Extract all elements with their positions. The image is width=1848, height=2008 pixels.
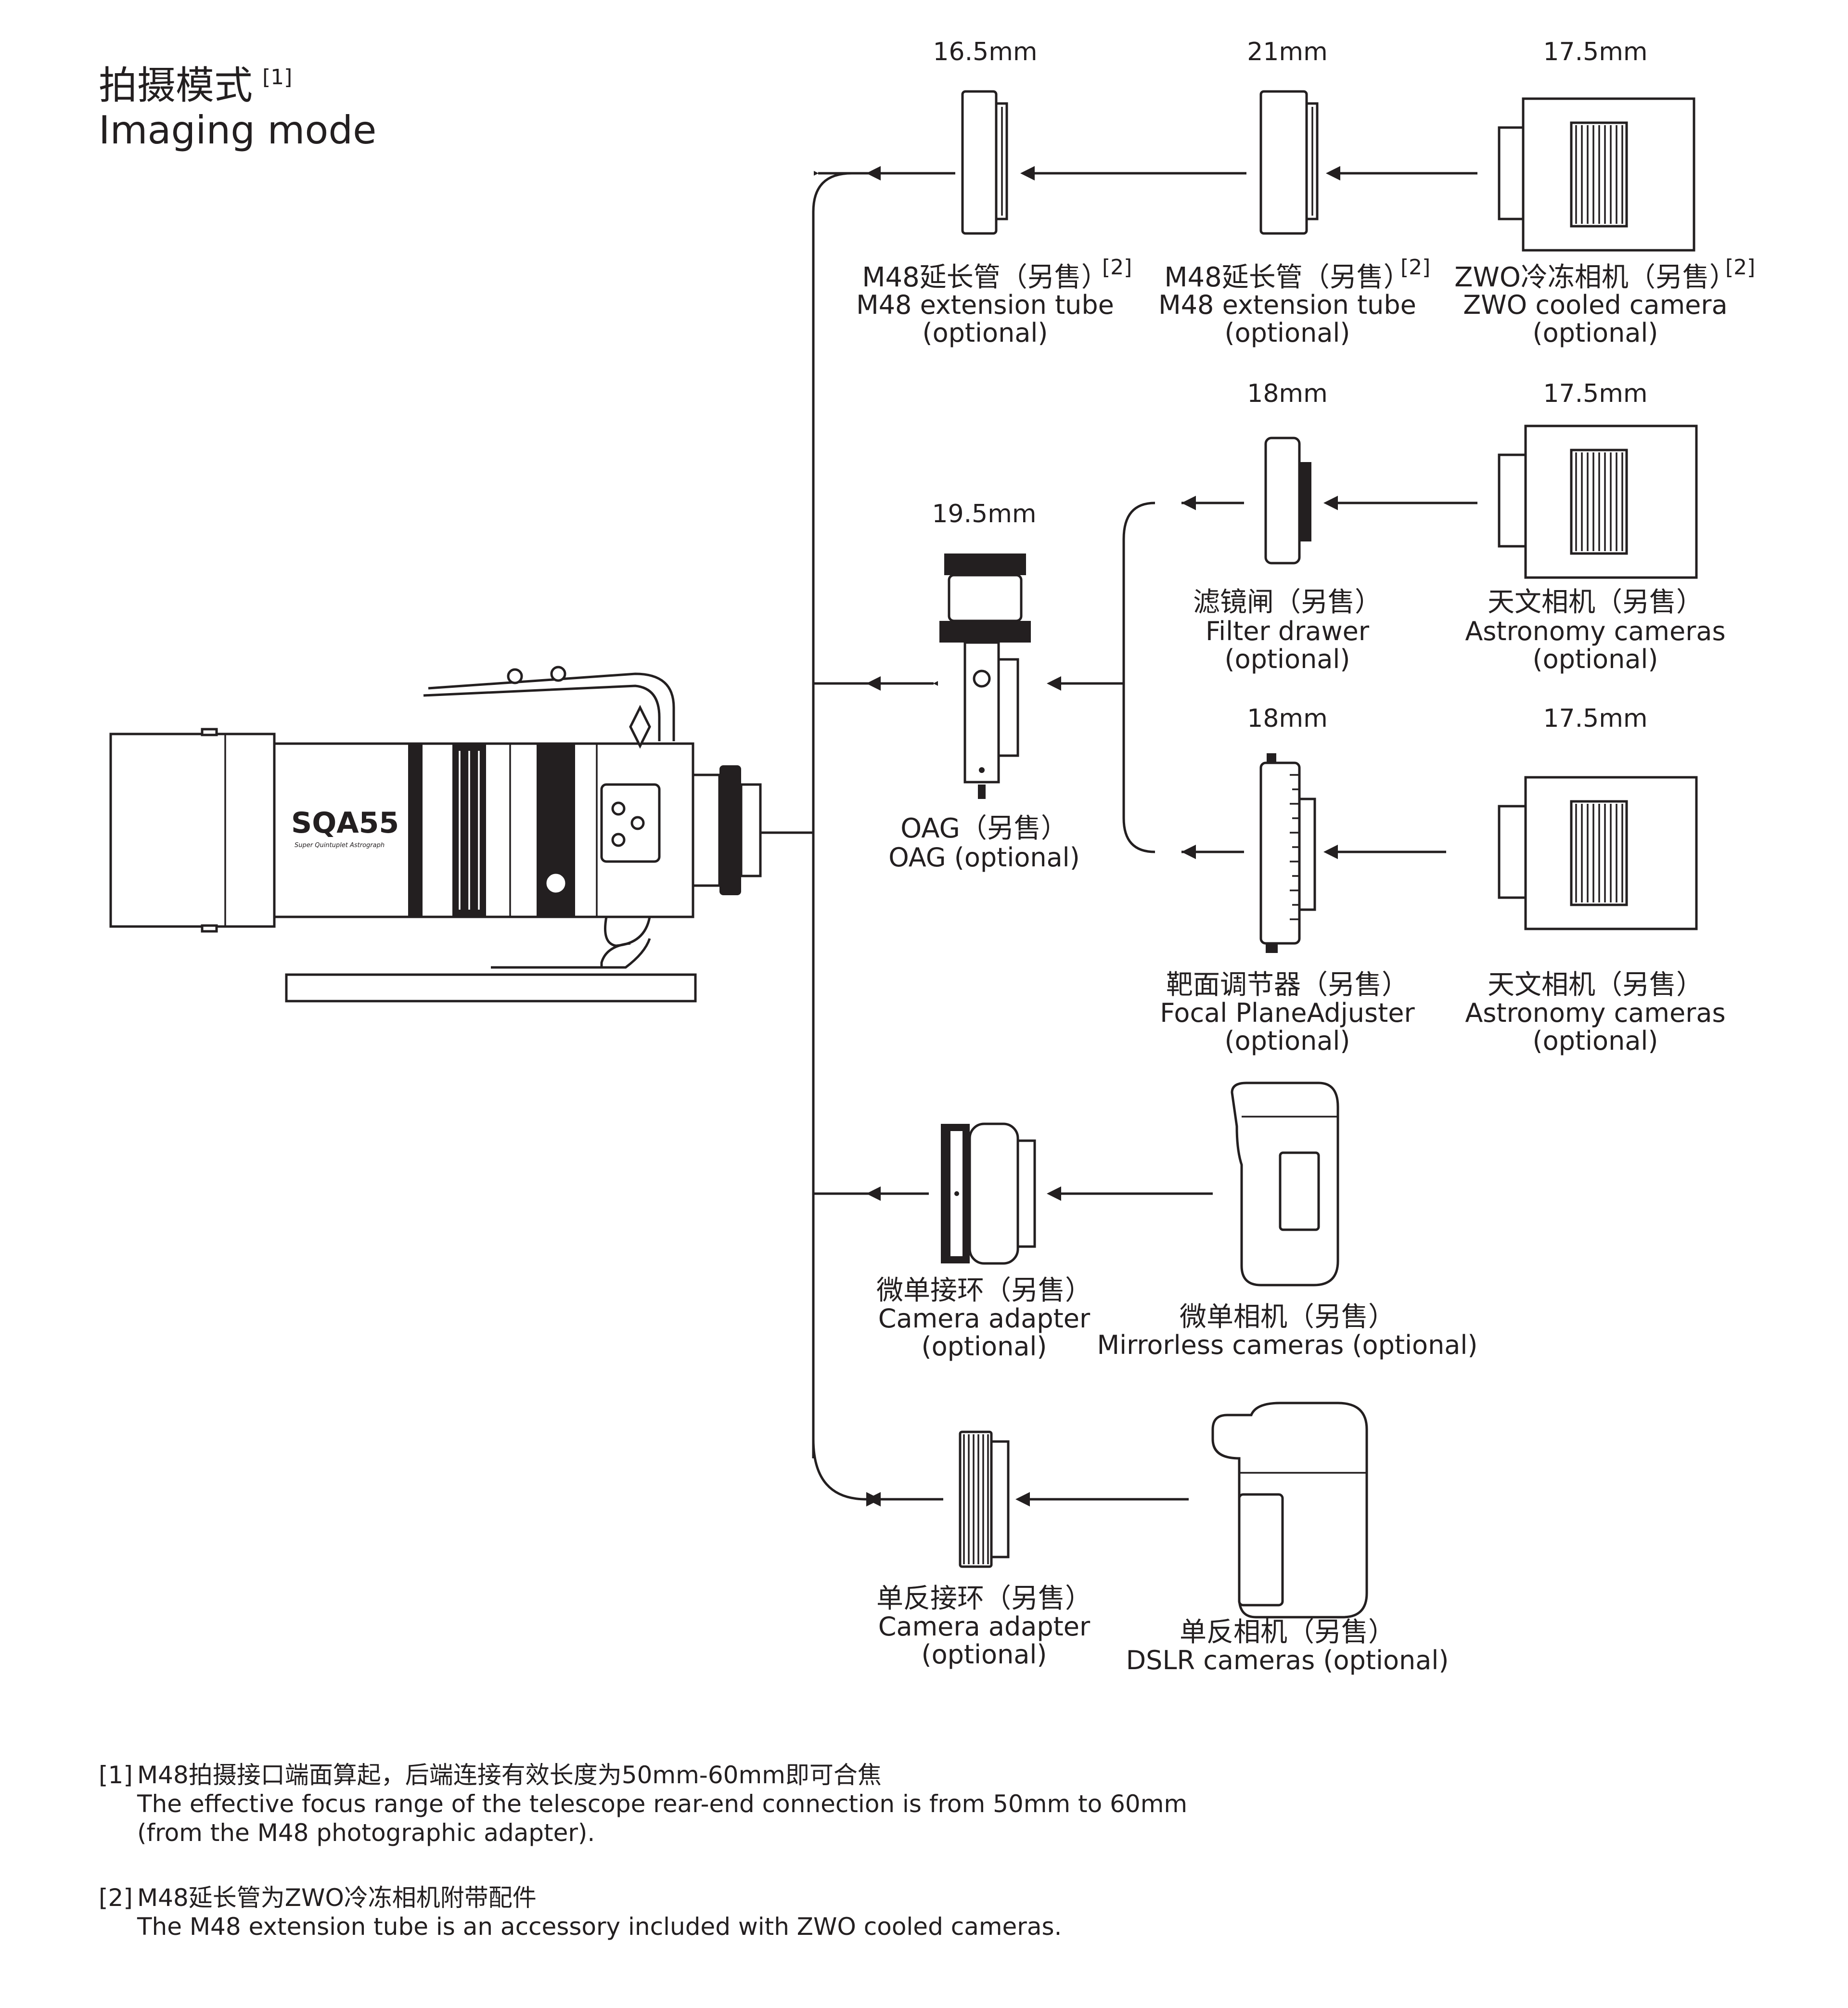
mirrorless-camera-cn: 微单相机（另售） xyxy=(1180,1301,1395,1333)
zwo-camera-cn: ZWO冷冻相机（另售） xyxy=(1454,262,1736,293)
title-en: Imaging mode xyxy=(99,108,376,153)
astro-camera-2-opt: (optional) xyxy=(1533,1026,1658,1056)
astro-camera-1-dim: 17.5mm xyxy=(1543,379,1647,408)
zwo-camera-en: ZWO cooled camera xyxy=(1463,290,1727,320)
dslr-camera: 单反相机（另售） DSLR cameras (optional) xyxy=(1126,1402,1449,1675)
astro-camera-2-cn: 天文相机（另售） xyxy=(1488,969,1703,1001)
footnote-2-cn: M48延长管为ZWO冷冻相机附带配件 xyxy=(137,1884,537,1912)
dslr-camera-en: DSLR cameras (optional) xyxy=(1126,1645,1449,1675)
oag-en: OAG (optional) xyxy=(888,842,1080,873)
dslr-camera-cn: 单反相机（另售） xyxy=(1180,1617,1395,1648)
m48-tube-b-en: M48 extension tube xyxy=(1158,290,1416,320)
focal-plane-adjuster-en: Focal PlaneAdjuster xyxy=(1160,998,1415,1028)
footnote-1-en2: (from the M48 photographic adapter). xyxy=(137,1819,595,1847)
oag-cn: OAG（另售） xyxy=(900,813,1068,844)
mirrorless-camera: 微单相机（另售） Mirrorless cameras (optional) xyxy=(1097,1081,1478,1360)
dslr-adapter-opt: (optional) xyxy=(922,1639,1047,1670)
mirrorless-adapter-opt: (optional) xyxy=(922,1331,1047,1362)
m48-tube-a-ref: [2] xyxy=(1102,255,1132,280)
connector-tree xyxy=(760,166,1477,1506)
m48-tube-a-en: M48 extension tube xyxy=(856,290,1114,320)
zwo-camera: 17.5mm ZWO冷冻相机（另售） [2] ZWO cooled camera… xyxy=(1454,38,1755,348)
focal-plane-adjuster: 18mm 靶面调节器（另售） Focal PlaneAdjuster (opti… xyxy=(1160,704,1415,1056)
astro-camera-1-en: Astronomy cameras xyxy=(1465,616,1725,646)
footnote-2-ref: [2] xyxy=(99,1884,133,1912)
focal-plane-adjuster-dim: 18mm xyxy=(1247,704,1327,733)
m48-tube-a-opt: (optional) xyxy=(923,318,1048,348)
filter-drawer-dim: 18mm xyxy=(1247,379,1327,408)
mirrorless-adapter: 微单接环（另售） Camera adapter (optional) xyxy=(876,1122,1092,1362)
astro-camera-2: 17.5mm 天文相机（另售） Astronomy cameras (optio… xyxy=(1465,704,1725,1056)
m48-tube-a-cn: M48延长管（另售） xyxy=(862,262,1108,293)
telescope-model: SQA55 xyxy=(291,806,399,840)
dslr-adapter: 单反接环（另售） Camera adapter (optional) xyxy=(876,1430,1092,1670)
footnote-2-en1: The M48 extension tube is an accessory i… xyxy=(137,1913,1062,1941)
zwo-camera-dim: 17.5mm xyxy=(1543,38,1647,66)
dslr-adapter-cn: 单反接环（另售） xyxy=(876,1583,1092,1614)
astro-camera-2-dim: 17.5mm xyxy=(1543,704,1647,733)
telescope-subtitle: Super Quintuplet Astrograph xyxy=(295,842,385,849)
m48-tube-a: 16.5mm M48延长管（另售） [2] M48 extension tube… xyxy=(856,38,1132,348)
filter-drawer-en: Filter drawer xyxy=(1206,616,1370,646)
dslr-adapter-en: Camera adapter xyxy=(878,1611,1091,1642)
m48-tube-b-cn: M48延长管（另售） xyxy=(1164,262,1411,293)
zwo-camera-ref: [2] xyxy=(1725,255,1755,280)
m48-tube-b-ref: [2] xyxy=(1400,255,1430,280)
filter-drawer-cn: 滤镜闸（另售） xyxy=(1193,587,1382,618)
oag: 19.5mm OAG（另售） OAG (optional) xyxy=(888,500,1080,873)
footnote-1-en1: The effective focus range of the telesco… xyxy=(137,1790,1187,1818)
footnotes: [1] M48拍摄接口端面算起，后端连接有效长度为50mm-60mm即可合焦 T… xyxy=(99,1761,1187,1941)
astro-camera-1-cn: 天文相机（另售） xyxy=(1488,587,1703,618)
m48-tube-a-dim: 16.5mm xyxy=(933,38,1037,66)
oag-dim: 19.5mm xyxy=(932,500,1036,528)
astro-camera-2-en: Astronomy cameras xyxy=(1465,998,1725,1028)
header: 拍摄模式 [1] Imaging mode xyxy=(99,63,376,153)
telescope-illustration: SQA55 Super Quintuplet Astrograph xyxy=(109,666,762,1003)
filter-drawer-opt: (optional) xyxy=(1225,644,1350,674)
filter-drawer: 18mm 滤镜闸（另售） Filter drawer (optional) xyxy=(1193,379,1382,674)
footnote-1-cn: M48拍摄接口端面算起，后端连接有效长度为50mm-60mm即可合焦 xyxy=(137,1761,882,1789)
mirrorless-camera-en: Mirrorless cameras (optional) xyxy=(1097,1330,1478,1360)
title-cn: 拍摄模式 xyxy=(99,63,253,108)
m48-tube-b: 21mm M48延长管（另售） [2] M48 extension tube (… xyxy=(1158,38,1430,348)
astro-camera-1-opt: (optional) xyxy=(1533,644,1658,674)
astro-camera-1: 17.5mm 天文相机（另售） Astronomy cameras (optio… xyxy=(1465,379,1725,674)
footnote-1-ref: [1] xyxy=(99,1761,133,1789)
focal-plane-adjuster-cn: 靶面调节器（另售） xyxy=(1166,969,1409,1001)
m48-tube-b-opt: (optional) xyxy=(1225,318,1350,348)
title-ref: [1] xyxy=(262,65,292,90)
focal-plane-adjuster-opt: (optional) xyxy=(1225,1026,1350,1056)
m48-tube-b-dim: 21mm xyxy=(1247,38,1327,66)
zwo-camera-opt: (optional) xyxy=(1533,318,1658,348)
mirrorless-adapter-en: Camera adapter xyxy=(878,1303,1091,1334)
mirrorless-adapter-cn: 微单接环（另售） xyxy=(876,1275,1092,1306)
